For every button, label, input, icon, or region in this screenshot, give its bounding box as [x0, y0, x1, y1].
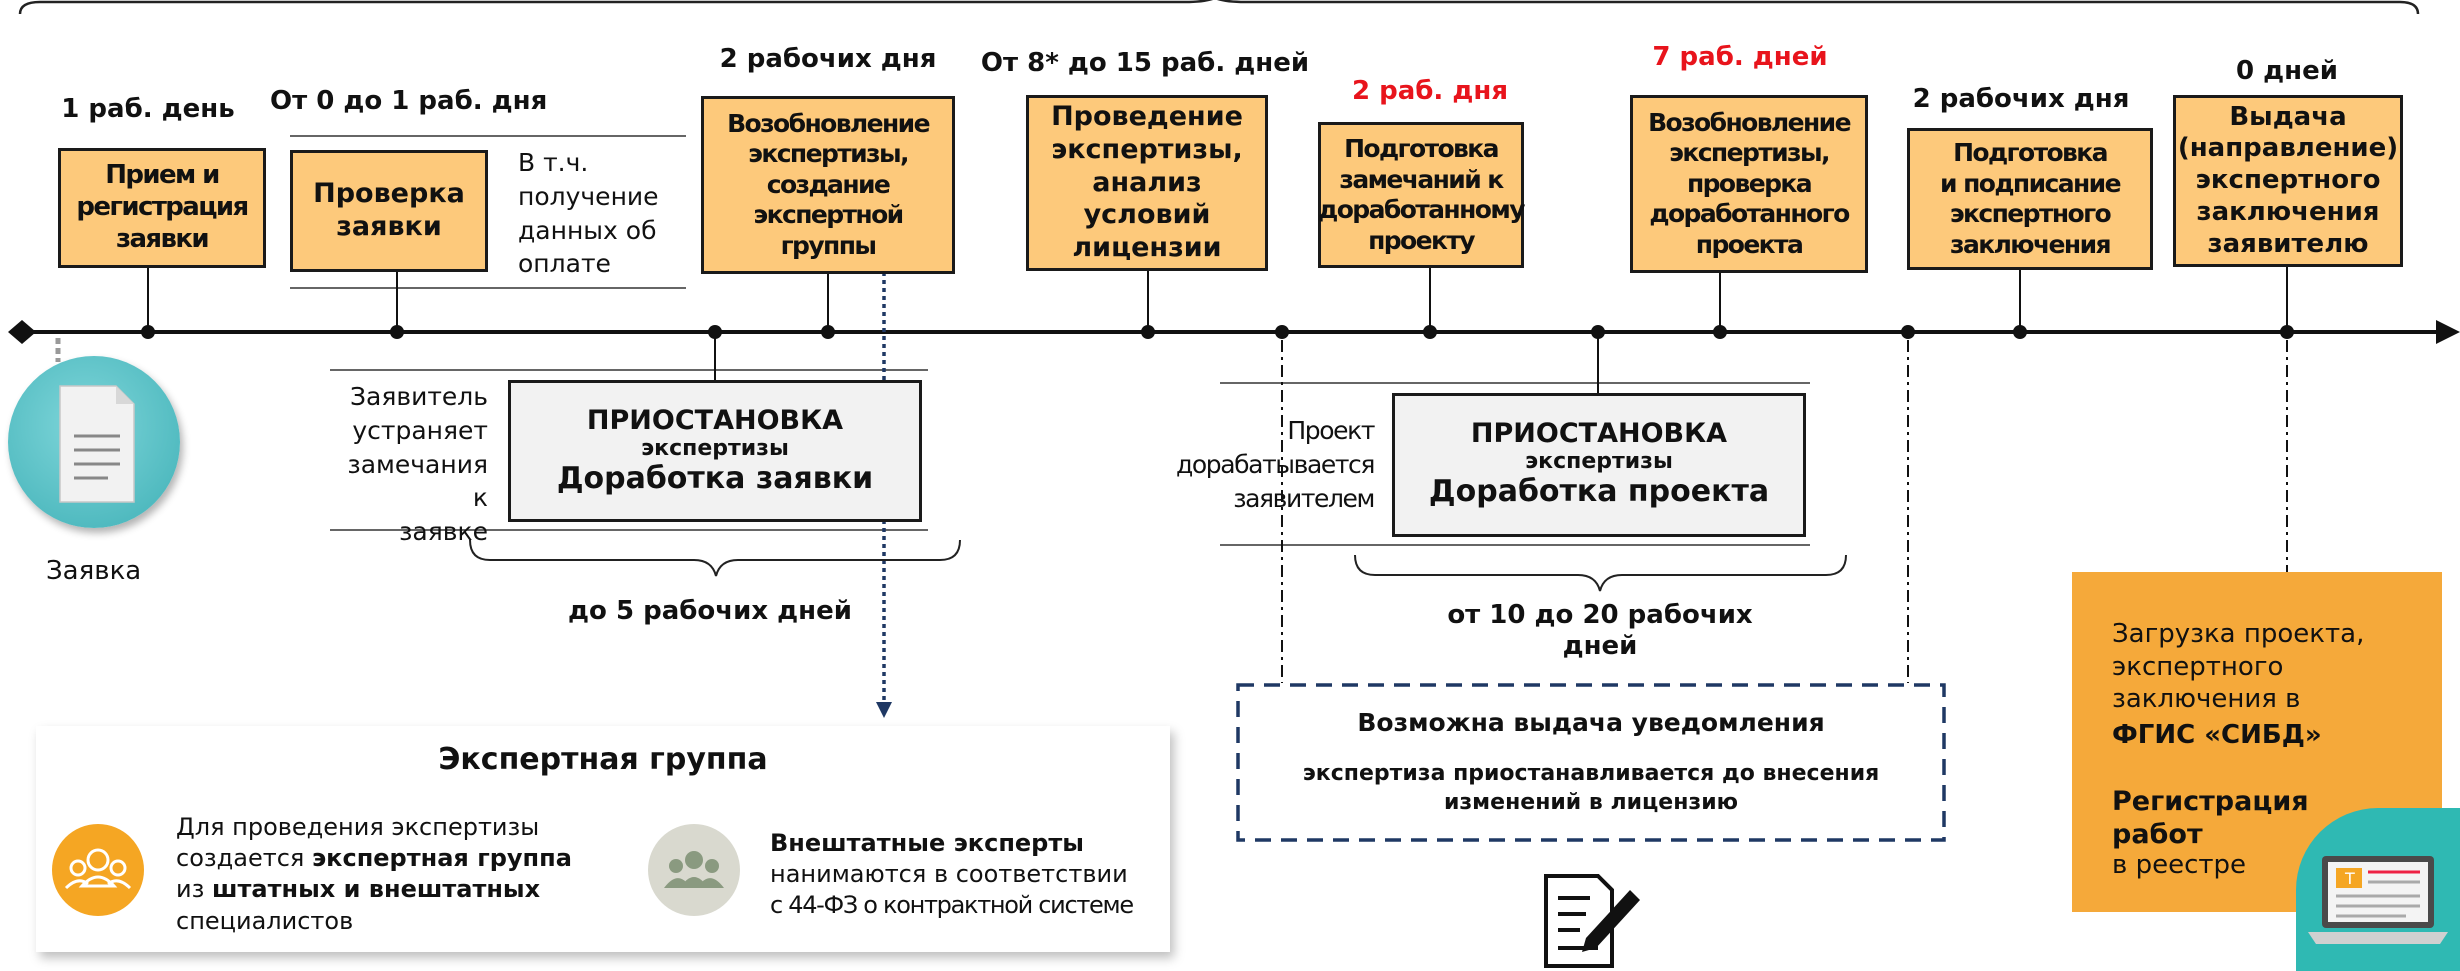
application-label: Заявка — [46, 556, 142, 586]
people-icon — [664, 851, 724, 888]
notice-text: экспертиза приостанавливается до внесени… — [1302, 761, 1880, 815]
pause1-subtitle: экспертизы — [641, 436, 789, 461]
stage-2-note: В т.ч. получение данных об оплате — [518, 148, 659, 279]
stage-5-duration: 2 раб. дня — [1351, 76, 1509, 106]
stage-7-box: Подготовка и подписание экспертного закл… — [1907, 128, 2153, 270]
people-icon-circle — [648, 824, 740, 916]
fgis-register-title: Регистрация работ — [2112, 786, 2309, 850]
timeline-start-diamond — [8, 320, 36, 344]
pause1-duration: до 5 рабочих дней — [568, 596, 852, 626]
team-icon — [64, 848, 132, 890]
expert-group-title: Экспертная группа — [438, 742, 768, 777]
timeline-arrowhead — [2436, 320, 2460, 344]
stage-2-box: Проверка заявки — [290, 150, 488, 272]
application-icon-circle — [8, 356, 180, 528]
notice-title: Возможна выдача уведомления — [1357, 708, 1825, 737]
stage-5-box: Подготовка замечаний к доработанному про… — [1318, 122, 1525, 268]
stage-8-box: Выдача (направление) экспертного заключе… — [2173, 95, 2403, 267]
stage-3-box: Возобновление экспертизы, создание экспе… — [701, 96, 955, 274]
expert-group-card: Экспертная группа Для проведения эксперт… — [36, 726, 1170, 952]
stage-3-duration: 2 рабочих дня — [719, 44, 937, 74]
pause1-side-text: Заявитель устраняет замечания к заявке — [347, 382, 488, 546]
fgis-upload-text: Загрузка проекта, экспертного заключения… — [2112, 619, 2365, 714]
pause2-name: Доработка проекта — [1428, 474, 1770, 509]
timeline-dots — [141, 325, 2294, 339]
pause1-title: ПРИОСТАНОВКА — [586, 405, 844, 436]
stage-8-duration: 0 дней — [2236, 56, 2338, 86]
fgis-system-name: ФГИС «СИБД» — [2112, 720, 2322, 750]
stage-1-duration: 1 раб. день — [61, 94, 235, 124]
fgis-register-text: в реестре — [2112, 850, 2247, 880]
edit-document-icon — [1544, 874, 1640, 968]
stage-4-duration: От 8* до 15 раб. дней — [980, 48, 1310, 78]
stage-4-box: Проведение экспертизы, анализ условий ли… — [1026, 95, 1268, 271]
top-brace — [18, 0, 2420, 15]
laptop-icon-circle: T — [2296, 808, 2460, 971]
staff-text: Для проведения экспертизы создается эксп… — [176, 813, 572, 935]
pause2-duration: от 10 до 20 рабочих дней — [1447, 600, 1753, 662]
pause2-subtitle: экспертизы — [1525, 449, 1673, 474]
stage-6-duration: 7 раб. дней — [1652, 42, 1828, 72]
pause2-side-text: Проект дорабатывается заявителем — [1176, 416, 1375, 513]
pause1-brace — [469, 539, 961, 577]
svg-text:T: T — [2344, 869, 2355, 888]
laptop-icon: T — [2308, 856, 2448, 944]
fgis-panel: Загрузка проекта, экспертного заключения… — [2072, 572, 2442, 912]
stage-6-box: Возобновление экспертизы, проверка дораб… — [1630, 95, 1868, 273]
pause1-name: Доработка заявки — [556, 461, 874, 496]
team-icon-circle — [52, 824, 144, 916]
document-icon — [59, 385, 135, 503]
pause2-title: ПРИОСТАНОВКА — [1470, 418, 1728, 449]
pause2-box: ПРИОСТАНОВКА экспертизы Доработка проект… — [1392, 393, 1806, 537]
freelance-text: Внештатные эксперты нанимаются в соответ… — [770, 829, 1134, 920]
pause2-brace — [1354, 554, 1847, 592]
stage-7-duration: 2 рабочих дня — [1912, 84, 2130, 114]
stage-1-box: Прием и регистрация заявки — [58, 148, 266, 268]
pause1-box: ПРИОСТАНОВКА экспертизы Доработка заявки — [508, 380, 922, 522]
notice-box-border — [1236, 683, 1946, 842]
stage-2-duration: От 0 до 1 раб. дня — [270, 86, 548, 116]
